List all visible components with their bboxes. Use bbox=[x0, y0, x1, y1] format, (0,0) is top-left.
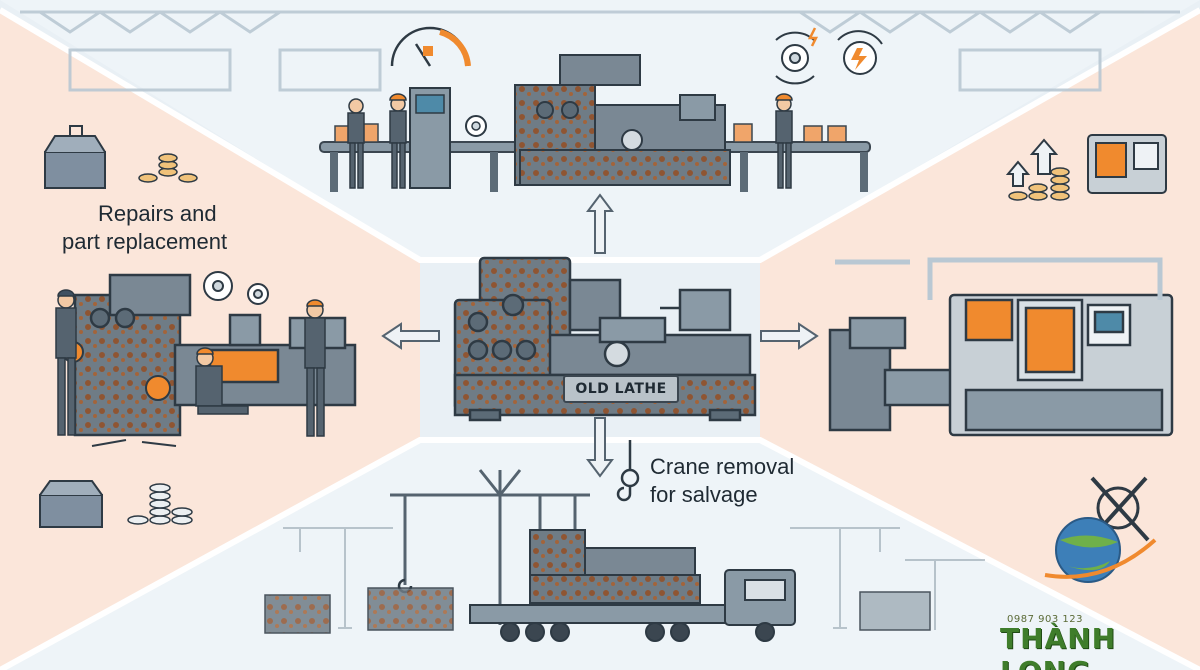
crane-label-line1: Crane removal bbox=[650, 454, 795, 479]
coin-stack-icon bbox=[138, 153, 198, 183]
gear-icon bbox=[465, 115, 487, 137]
thanh-long-logo bbox=[1044, 476, 1157, 583]
arrow-right-icon bbox=[760, 322, 819, 350]
truck-icon bbox=[469, 569, 796, 642]
crane-label-line2: for salvage bbox=[650, 482, 758, 507]
old-lathe bbox=[453, 256, 757, 422]
logo-phone: 0987 903 123 bbox=[1007, 614, 1083, 625]
crane-label: Crane removal for salvage bbox=[650, 453, 794, 509]
logo-brand: THÀNH LONG bbox=[1000, 622, 1117, 670]
crane-scene bbox=[264, 440, 985, 642]
growth-arrow-icon bbox=[1005, 138, 1059, 187]
coin-stack-icon bbox=[127, 483, 193, 525]
cnc-machine-icon bbox=[1087, 134, 1167, 194]
factory-scene-top bbox=[20, 10, 1180, 192]
repairs-label-2: part replacement bbox=[62, 228, 227, 256]
repair-scene bbox=[39, 125, 357, 528]
flow-arrows bbox=[381, 193, 819, 478]
arrow-left-icon bbox=[381, 322, 440, 350]
repairs-label-line1: Repairs and bbox=[98, 201, 217, 226]
wrench-icon bbox=[91, 439, 177, 447]
repairs-label-line2: part replacement bbox=[62, 229, 228, 254]
globe-icon bbox=[1055, 517, 1121, 583]
lathe-top bbox=[514, 54, 731, 186]
cnc-upgrade-scene bbox=[828, 134, 1174, 437]
arrow-up-icon bbox=[586, 193, 614, 254]
arrow-down-icon bbox=[586, 417, 614, 478]
toolbox-icon bbox=[39, 480, 103, 528]
coin-stack-icon bbox=[1008, 167, 1070, 201]
lathe-on-truck bbox=[529, 529, 701, 604]
old-lathe-label: OLD LATHE bbox=[563, 375, 679, 403]
worker-icon bbox=[347, 93, 793, 189]
toolbox-icon bbox=[44, 125, 106, 189]
gear-icon bbox=[775, 30, 883, 85]
gear-icon bbox=[203, 271, 269, 305]
repairs-label: Repairs and bbox=[98, 200, 217, 228]
speedometer-icon bbox=[390, 26, 471, 67]
